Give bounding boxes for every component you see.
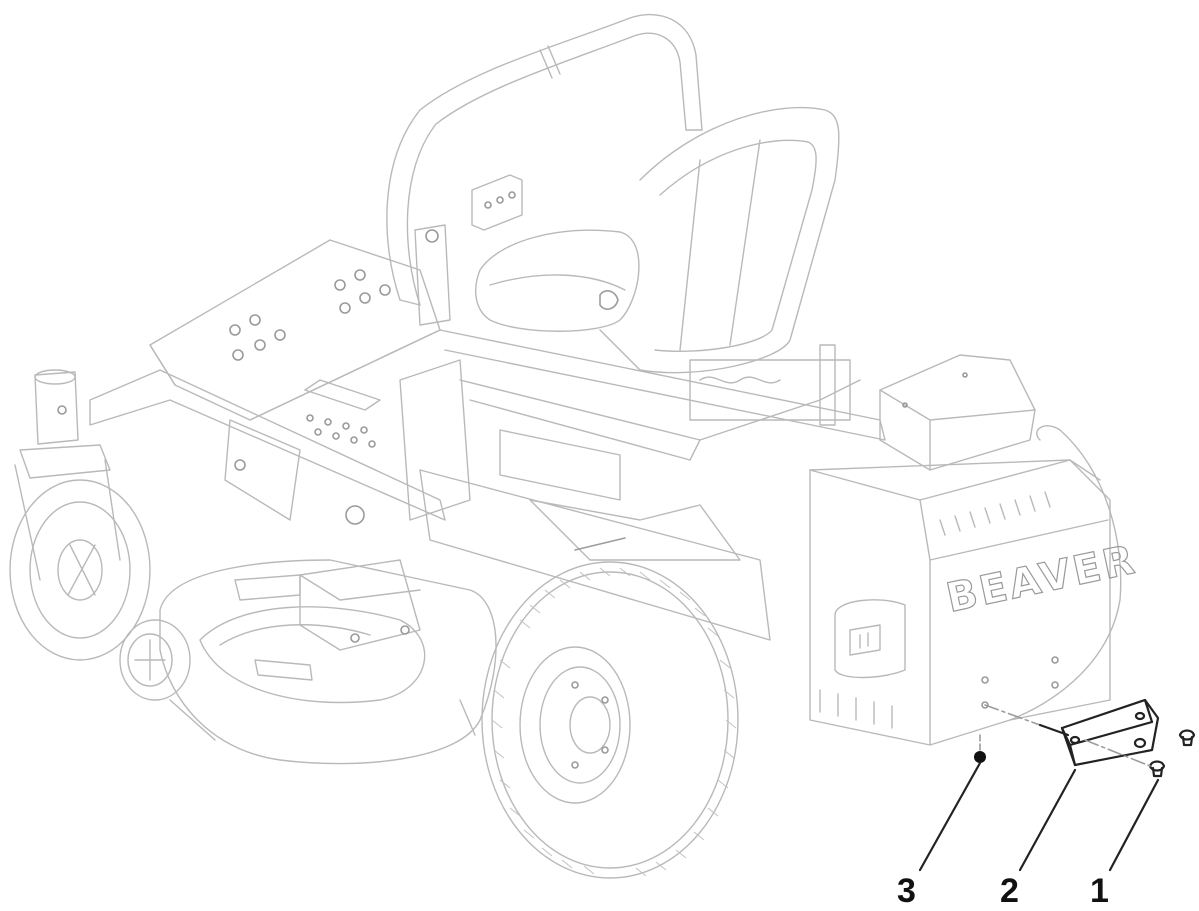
chassis-frame bbox=[89, 224, 886, 641]
callout-1: 1 bbox=[1090, 872, 1108, 910]
deck-holes bbox=[229, 269, 391, 361]
front-caster-wheel bbox=[9, 369, 151, 661]
foot-deck bbox=[149, 239, 441, 421]
platform-dots bbox=[306, 414, 376, 448]
leader-line-1 bbox=[1108, 778, 1160, 872]
part-2-bracket bbox=[1060, 698, 1160, 767]
callout-2: 2 bbox=[1000, 872, 1018, 910]
tire-tread bbox=[491, 567, 737, 877]
leader-line-3 bbox=[918, 761, 982, 872]
part-3-nut bbox=[974, 751, 986, 763]
callout-3: 3 bbox=[897, 872, 915, 910]
leader-line-2 bbox=[1018, 768, 1077, 872]
brand-label: BEAVER bbox=[943, 537, 1141, 622]
roll-bar bbox=[386, 13, 703, 306]
part-1-bolt bbox=[1148, 729, 1196, 778]
assembly-centerlines bbox=[979, 704, 1151, 767]
rear-drive-wheel bbox=[481, 561, 739, 879]
rear-engine-cover: BEAVER bbox=[809, 354, 1142, 746]
control-bracket bbox=[471, 174, 523, 231]
vent-slots bbox=[819, 491, 1051, 729]
mower-deck bbox=[119, 559, 497, 765]
seat bbox=[474, 106, 840, 374]
leader-lines bbox=[918, 761, 1160, 872]
callout-labels: 3 2 1 bbox=[897, 872, 1109, 910]
